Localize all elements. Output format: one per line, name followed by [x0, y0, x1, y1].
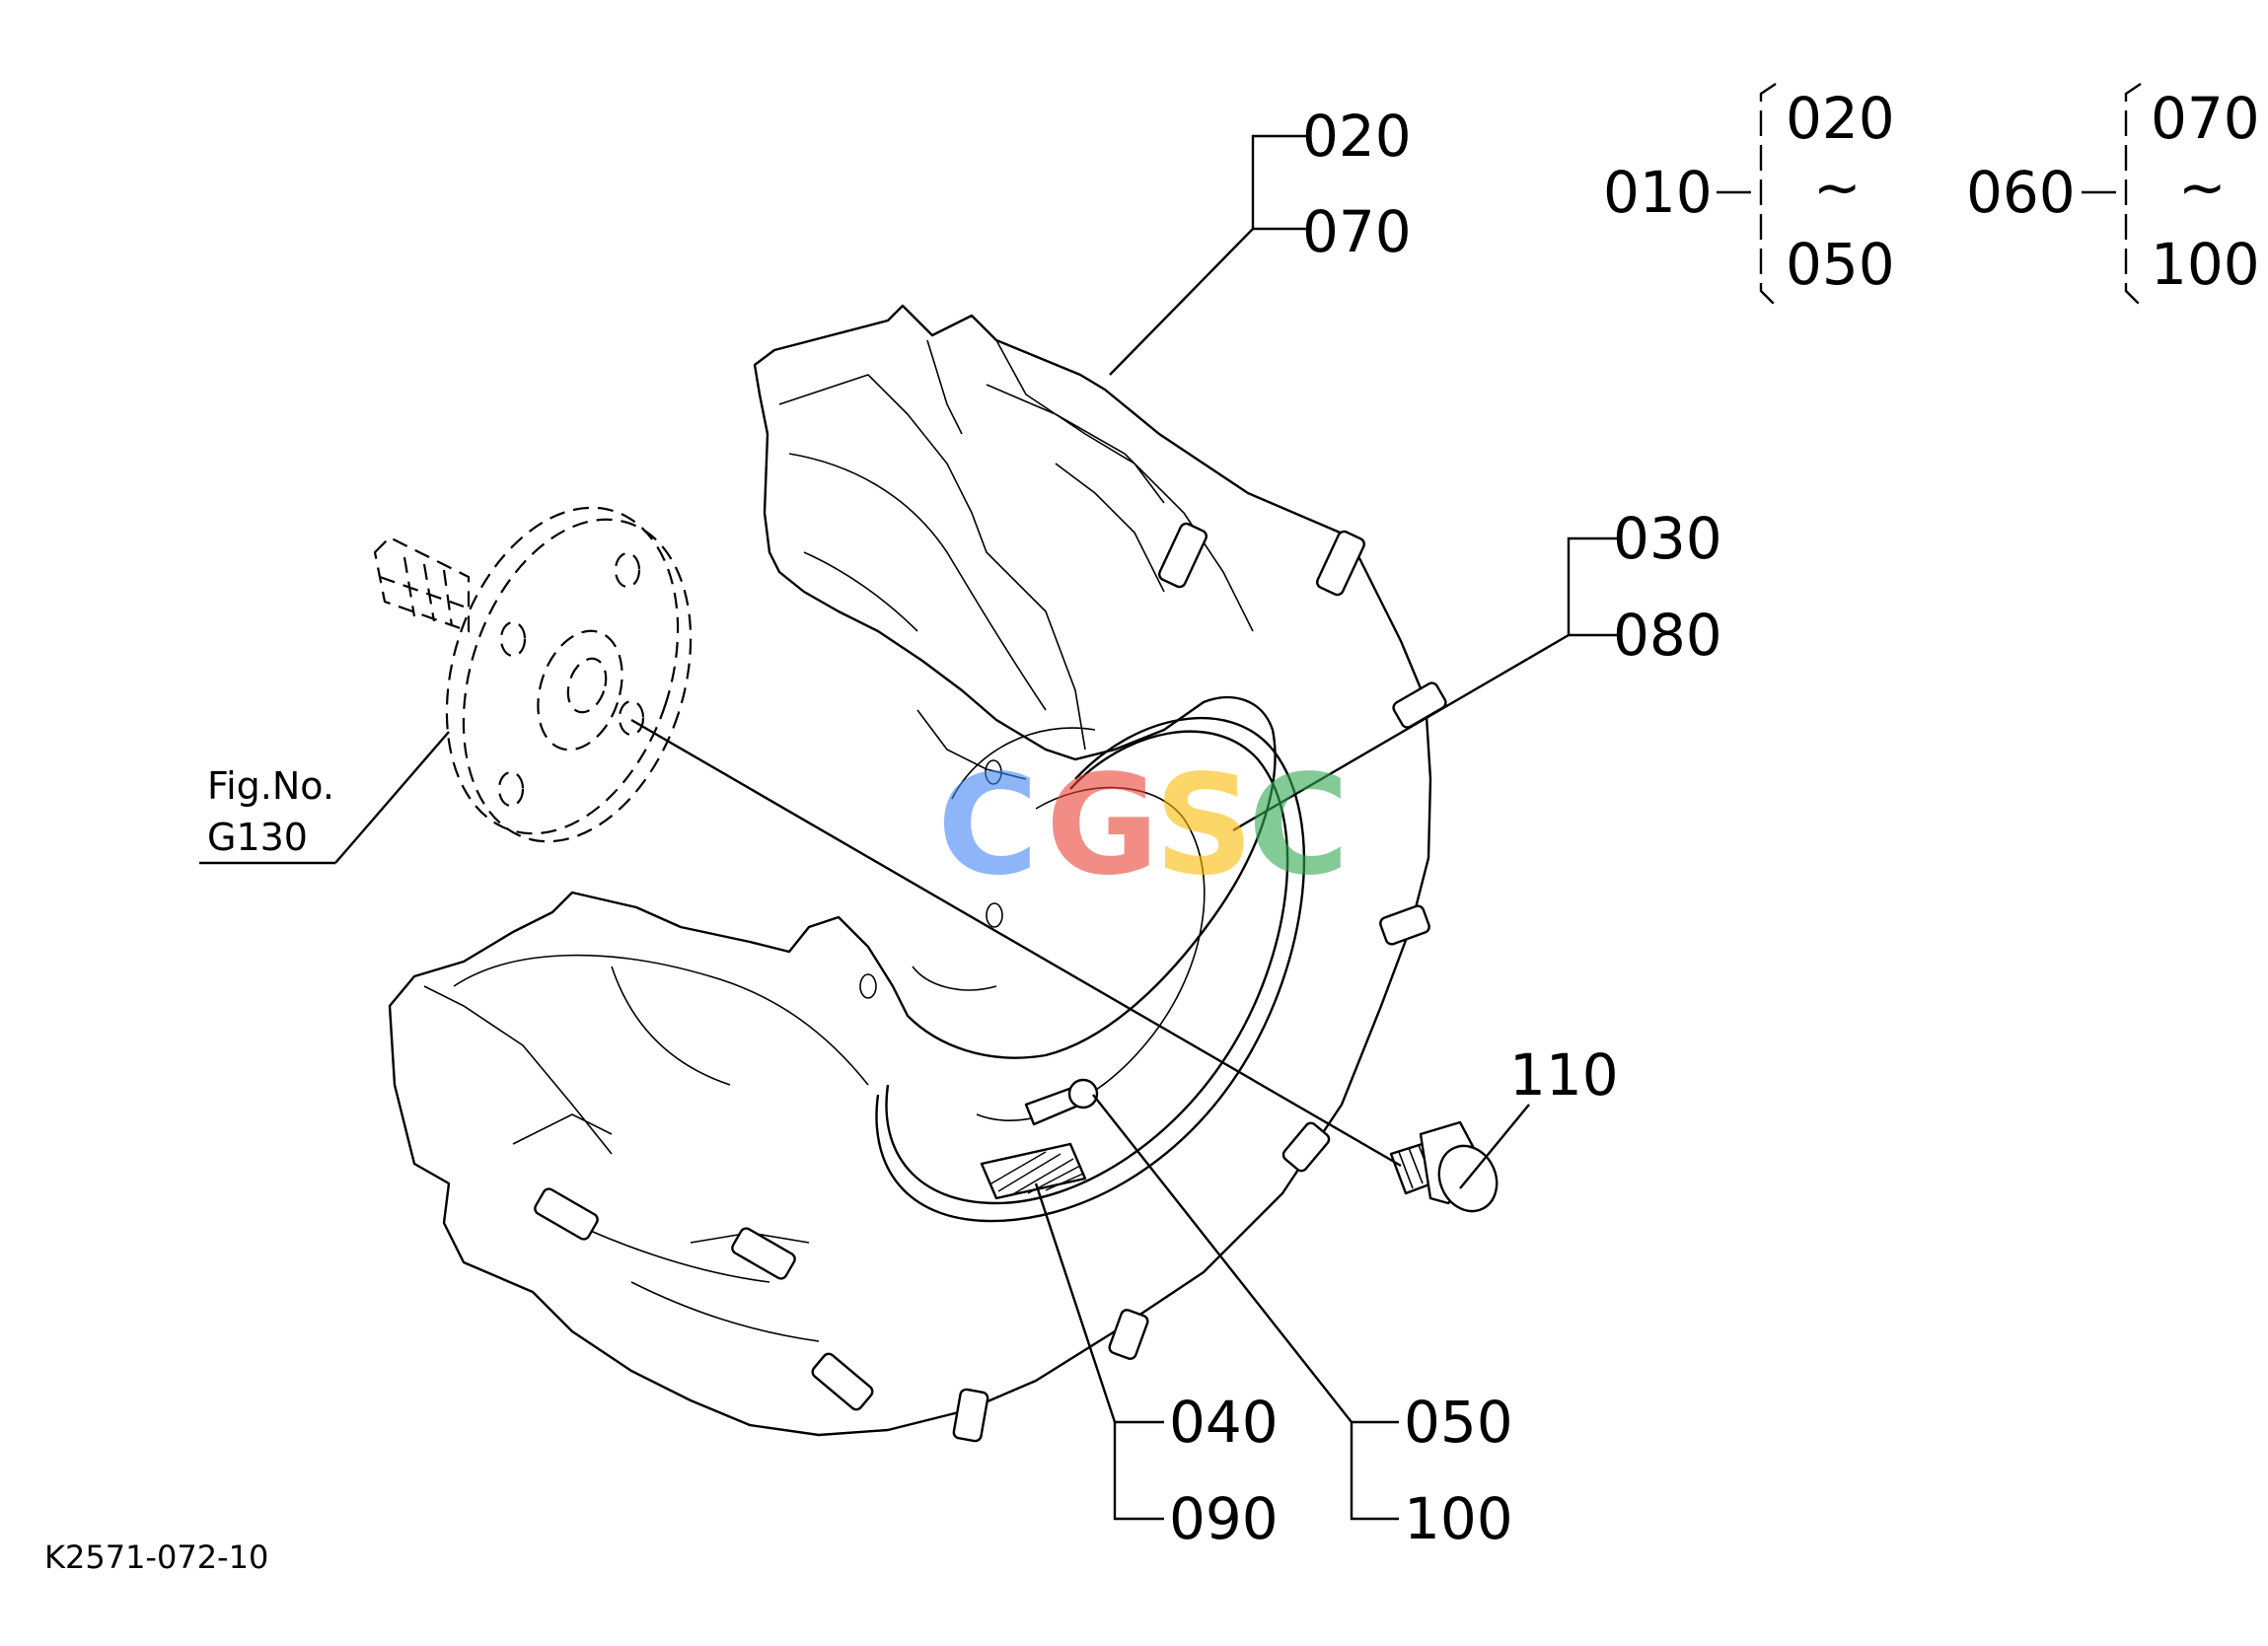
watermark-letter-4: C: [1248, 746, 1350, 906]
legend-from-070: 070: [2151, 85, 2260, 152]
legend-group-010: 010 020 ~ 050: [1603, 83, 1895, 307]
watermark-letter-3: S: [1154, 746, 1254, 906]
legend-tilde-2: ~: [2178, 154, 2227, 221]
figure-ref-number: G130: [207, 816, 308, 859]
legend-parent-010: 010: [1603, 159, 1713, 226]
figure-ref-label: Fig.No.: [207, 764, 334, 808]
watermark-letter-1: C: [937, 746, 1039, 906]
callout-020: 020: [1302, 103, 1412, 170]
wheel-tire-assembly: [388, 304, 1447, 1443]
drawing-number: K2571-072-10: [44, 1539, 268, 1576]
legend-parent-060: 060: [1966, 159, 2076, 226]
callout-100: 100: [1404, 1485, 1513, 1552]
legend-to-050: 050: [1786, 231, 1895, 298]
callout-070: 070: [1302, 198, 1412, 265]
callout-050: 050: [1404, 1389, 1513, 1456]
leader-lines: [199, 134, 1618, 1521]
watermark-letter-2: G: [1046, 746, 1159, 906]
callout-040: 040: [1169, 1389, 1279, 1456]
callout-030: 030: [1613, 505, 1722, 572]
callout-090: 090: [1169, 1485, 1279, 1552]
callout-110: 110: [1509, 1041, 1619, 1109]
legend-from-020: 020: [1786, 85, 1895, 152]
axle-flange-hub: [373, 506, 693, 843]
watermark-logo: C G S C: [937, 746, 1350, 906]
legend-tilde-1: ~: [1813, 154, 1862, 221]
legend-to-100: 100: [2151, 231, 2260, 298]
wheel-bolt: [1389, 1120, 1499, 1213]
callout-080: 080: [1613, 602, 1722, 669]
legend-group-060: 060 070 ~ 100: [1966, 83, 2260, 307]
